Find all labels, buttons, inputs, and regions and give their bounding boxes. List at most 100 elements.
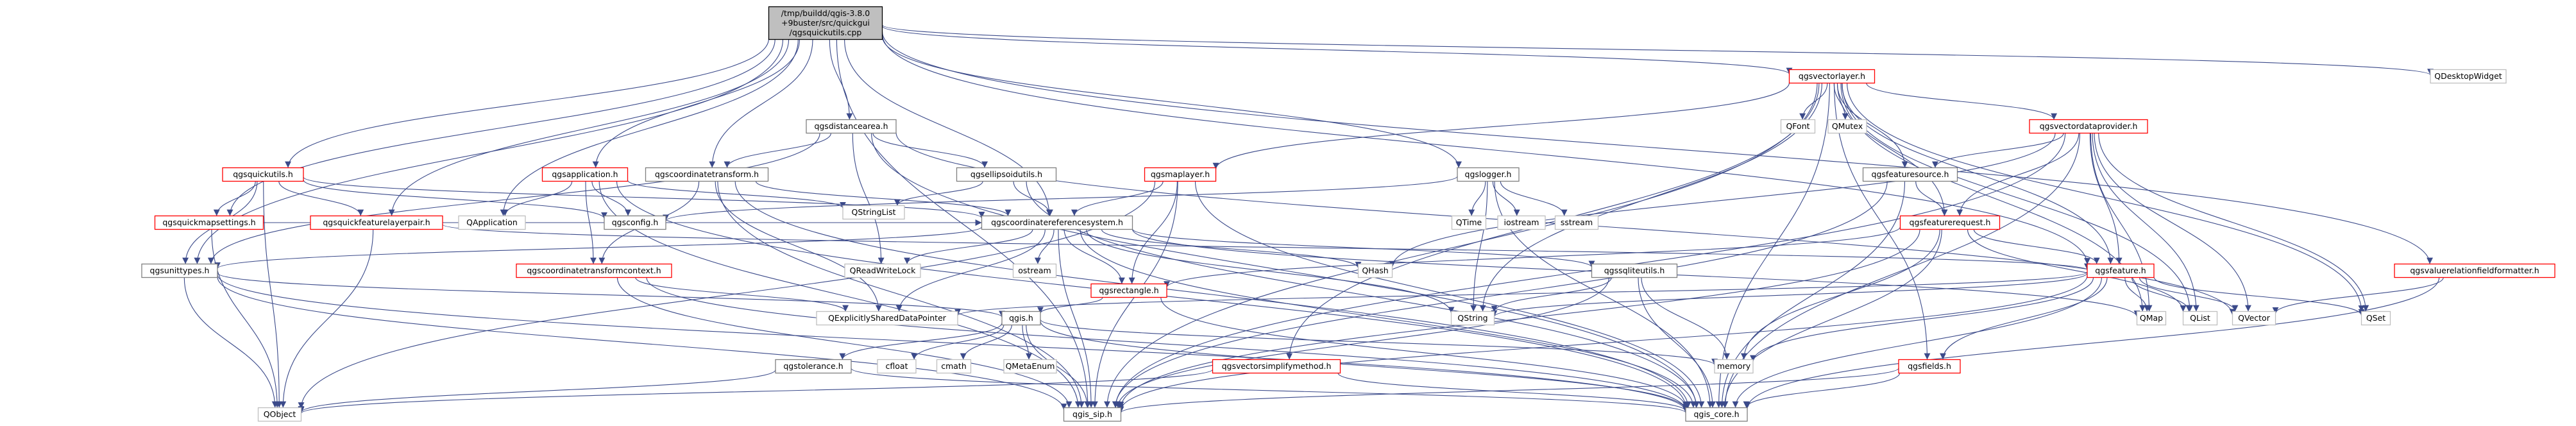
edge-qgsfeature-to-memory [1750,277,2094,362]
node-iostream[interactable]: iostream [1497,215,1546,230]
edge-qgis-to-QMetaEnum [1022,325,1032,360]
node-label: QApplication [466,217,518,227]
edge-root-to-QApplication [500,39,799,216]
node-qtime[interactable]: QTime [1451,215,1487,230]
node-qgsvectorlayer[interactable]: qgsvectorlayer.h [1788,69,1876,84]
edge-root-to-qgsvaluerelationfieldformatter [881,31,2433,264]
node-qvector[interactable]: QVector [2232,311,2276,326]
node-ostream[interactable]: ostream [1012,263,1057,278]
node-qdesktopwidget[interactable]: QDesktopWidget [2430,69,2507,84]
node-label: qgslogger.h [1465,169,1512,179]
node-qstring[interactable]: QString [1450,311,1495,326]
edge-qgsquickutils-to-QObject [263,181,283,408]
node-box [604,215,666,230]
node-cfloat[interactable]: cfloat [877,359,917,374]
node-box [2430,69,2507,84]
node-box [1450,311,1495,326]
edge-root-to-qgsapplication [592,39,801,168]
node-qgsmaplayer[interactable]: qgsmaplayer.h [1144,167,1217,182]
node-qgsfields[interactable]: qgsfields.h [1898,359,1961,374]
node-qgstolerance[interactable]: qgstolerance.h [775,359,852,374]
node-label: qgsvectordataprovider.h [2040,121,2138,131]
node-qmutex[interactable]: QMutex [1827,119,1867,134]
node-qapplication[interactable]: QApplication [458,215,526,230]
node-qgscoordinatereferencesystem[interactable]: qgscoordinatereferencesystem.h [981,215,1133,230]
node-qgsunittypes[interactable]: qgsunittypes.h [141,263,218,278]
node-memory[interactable]: memory [1714,359,1754,374]
node-qgsfeaturesource[interactable]: qgsfeaturesource.h [1862,167,1958,182]
node-qgsquickutils[interactable]: qgsquickutils.h [222,167,304,182]
node-label: QSet [2366,313,2385,323]
edge-qgsfeaturerequest-to-qgsrectangle [1164,226,1901,288]
node-qset[interactable]: QSet [2360,311,2391,326]
node-qmap[interactable]: QMap [2136,311,2167,326]
edge-qgsquickutils-to-qgsconfig [303,179,607,219]
node-qgssqliteutils[interactable]: qgssqliteutils.h [1591,263,1678,278]
edge-qgscoordinatereferencesystem-to-qgis_sip [1058,229,1095,408]
node-qreadwritelock[interactable]: QReadWriteLock [844,263,921,278]
node-root[interactable]: /tmp/buildd/qgis-3.8.0+9buster/src/quick… [768,6,883,40]
edge-qgscoordinatereferencesystem-to-ostream [1034,229,1055,264]
node-sstream[interactable]: sstream [1554,215,1599,230]
node-box [936,359,972,374]
node-qmetaenum[interactable]: QMetaEnum [1003,359,1057,374]
node-qgscoordinatetransformcontext[interactable]: qgscoordinatetransformcontext.h [516,263,672,278]
node-qfont[interactable]: QFont [1780,119,1816,134]
node-label: QVector [2238,313,2271,323]
edge-qgsquickfeaturelayerpair-to-QObject [280,229,374,408]
node-box [816,311,958,326]
node-qgsquickfeaturelayerpair[interactable]: qgsquickfeaturelayerpair.h [310,215,443,230]
node-qgis-sip[interactable]: qgis_sip.h [1063,407,1122,422]
node-label: qgscoordinatereferencesystem.h [991,217,1123,227]
node-box [844,263,921,278]
node-label: qgsunittypes.h [150,266,210,275]
edge-qgsfeature-to-QMap [2124,277,2151,312]
edge-qgsquickutils-to-qgsquickfeaturelayerpair [278,181,364,216]
node-box [222,167,304,182]
edge-qgsfeature-to-qgis_sip [1117,275,2088,411]
node-qgsvaluerelationfieldformatter[interactable]: qgsvaluerelationfieldformatter.h [2394,263,2555,278]
node-qgsquickmapsettings[interactable]: qgsquickmapsettings.h [154,215,264,230]
node-cmath[interactable]: cmath [936,359,972,374]
edge-qgsdistancearea-to-qgsellipsoidutils [872,133,988,168]
node-box [2182,311,2218,326]
node-qgsrectangle[interactable]: qgsrectangle.h [1090,283,1167,298]
edge-qgis-to-qgstolerance [839,322,1003,360]
edge-qgsfeature-to-QString [1491,273,2088,317]
node-qgsvectorsimplifymethod[interactable]: qgsvectorsimplifymethod.h [1212,359,1341,374]
edge-qgscoordinatereferencesystem-to-qgis_core [1080,229,1697,408]
edge-qgsrectangle-to-qgis_core [1160,297,1689,408]
node-qlist[interactable]: QList [2182,311,2218,326]
node-qgsfeature[interactable]: qgsfeature.h [2087,263,2155,278]
node-qgsellipsoidutils[interactable]: qgsellipsoidutils.h [956,167,1057,182]
node-qhash[interactable]: QHash [1357,263,1393,278]
node-qgsfeaturerequest[interactable]: qgsfeaturerequest.h [1899,215,2001,230]
edge-qgsfields-to-qgis_core [1743,373,1901,408]
edge-qgssqliteutils-to-QString [1491,277,1612,312]
node-qgsdistancearea[interactable]: qgsdistancearea.h [806,119,897,134]
edge-qgsrectangle-to-qgis [1037,297,1103,314]
node-box [1591,263,1678,278]
node-box [1827,119,1867,134]
node-qgis-core[interactable]: qgis_core.h [1685,407,1748,422]
node-box [1780,119,1816,134]
node-label: qgsquickutils.h [233,169,293,179]
node-qgscoordinatetransform[interactable]: qgscoordinatetransform.h [645,167,769,182]
node-qobject[interactable]: QObject [257,407,302,422]
edge-root-to-qgsquickmapsettings [226,39,775,216]
node-qgsvectordataprovider[interactable]: qgsvectordataprovider.h [2029,119,2148,134]
node-qgsapplication[interactable]: qgsapplication.h [541,167,629,182]
edge-qgslogger-to-QTime [1468,181,1486,216]
node-label: qgscoordinatetransformcontext.h [527,266,661,275]
edge-qgsfeature-to-QSet [2153,277,2365,316]
node-box [2087,263,2155,278]
edge-qgscoordinatereferencesystem-to-QReadWriteLock [904,229,1033,264]
node-qgis[interactable]: qgis.h [1001,311,1041,326]
edge-qgsvectorsimplifymethod-to-qgis_core [1337,373,1689,411]
node-qgslogger[interactable]: qgslogger.h [1457,167,1520,182]
node-qexplicitlyshareddatapointer[interactable]: QExplicitlySharedDataPointer [816,311,958,326]
edge-qgsfeature-to-qgsfields [1940,277,2108,360]
node-qgsconfig[interactable]: qgsconfig.h [604,215,666,230]
node-box [1788,69,1876,84]
node-qstringlist[interactable]: QStringList [842,205,905,220]
